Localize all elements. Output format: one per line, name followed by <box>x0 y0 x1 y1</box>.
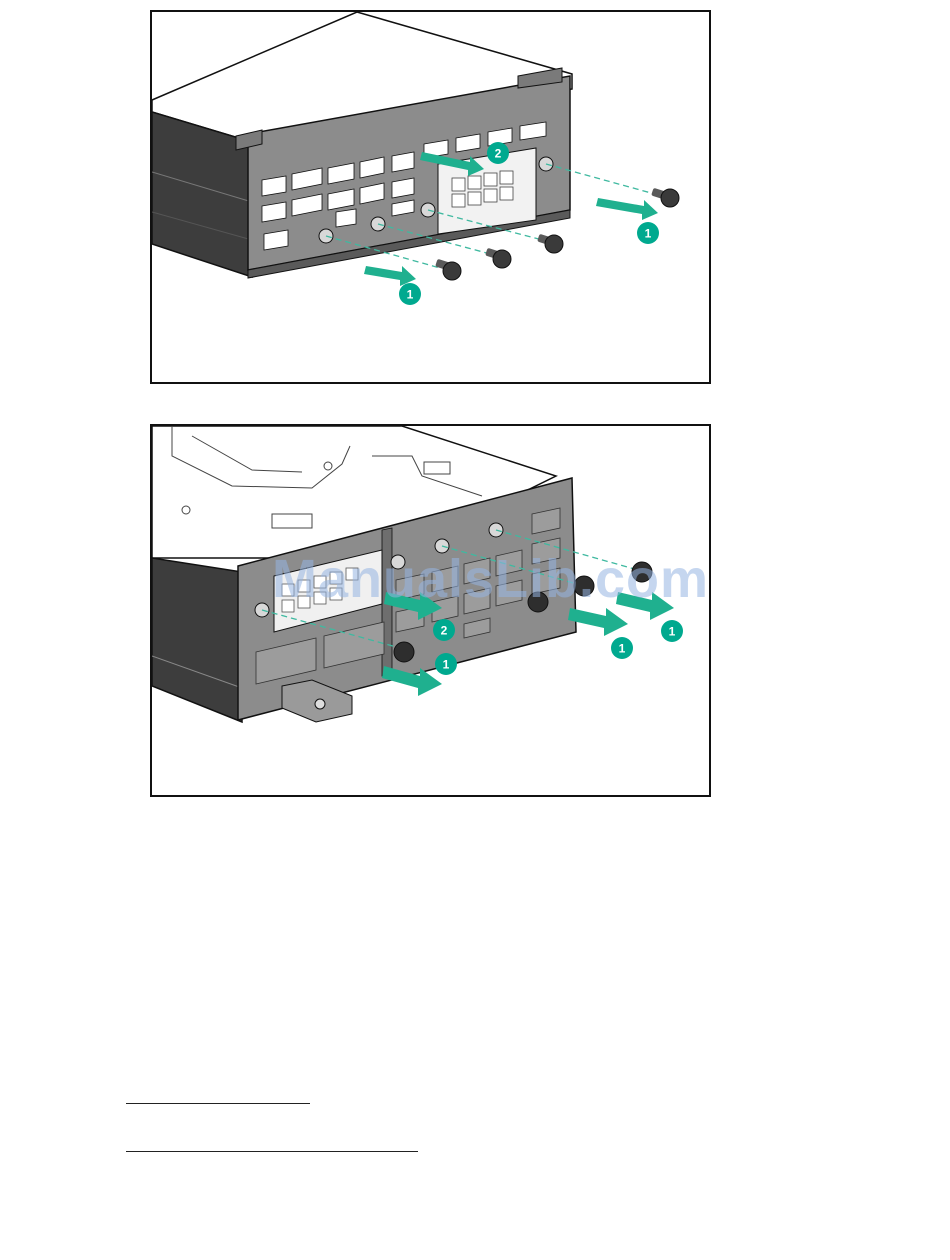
arrow-icon <box>568 608 628 636</box>
screw-icon <box>537 234 563 253</box>
screw-icon <box>394 642 414 662</box>
watermark-text: ManualsLib.com <box>272 548 702 610</box>
illustration-psu-bracket-alt: 2 1 1 1 <box>152 426 711 797</box>
footer-rule <box>126 1151 418 1152</box>
callout-1: 1 <box>611 637 633 659</box>
callout-1: 1 <box>399 283 421 305</box>
callout-number: 1 <box>619 642 626 656</box>
callout-number: 1 <box>669 625 676 639</box>
arrow-icon <box>364 266 416 286</box>
arrow-icon <box>596 198 658 220</box>
callout-number: 2 <box>441 624 448 638</box>
callout-number: 1 <box>443 658 450 672</box>
callout-2: 2 <box>487 142 509 164</box>
callout-2: 2 <box>433 619 455 641</box>
screw-icon <box>435 259 461 280</box>
screw-icon <box>651 188 679 207</box>
screw-icon <box>485 248 511 268</box>
figure-remove-bracket-bottom: 2 1 1 1 <box>150 424 711 797</box>
footer-rule <box>126 1103 310 1104</box>
callout-number: 2 <box>495 147 502 161</box>
callout-number: 1 <box>645 227 652 241</box>
callout-1: 1 <box>637 222 659 244</box>
callout-1: 1 <box>661 620 683 642</box>
callout-1: 1 <box>435 653 457 675</box>
callout-number: 1 <box>407 288 414 302</box>
illustration-psu-bracket: 2 1 1 <box>152 12 711 384</box>
figure-remove-bracket-top: 2 1 1 <box>150 10 711 384</box>
